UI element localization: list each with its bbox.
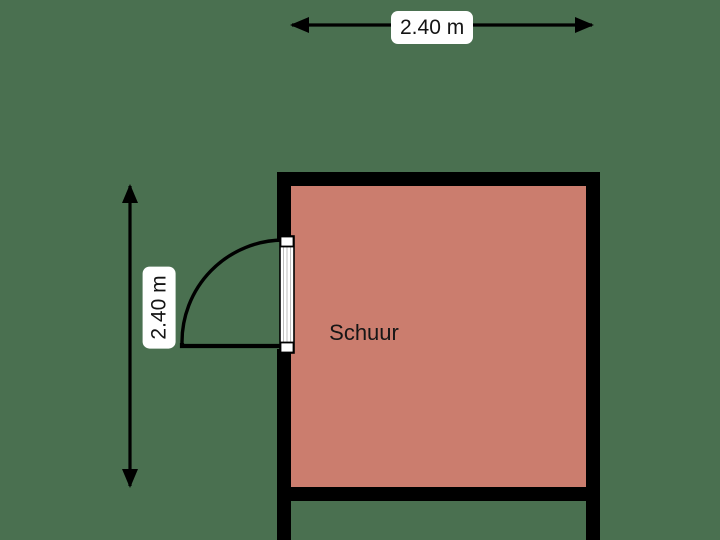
door-frame-cap-bottom	[279, 341, 295, 354]
room-label-schuur: Schuur	[0, 322, 720, 344]
dimension-line-left	[122, 184, 138, 488]
wall-right	[586, 172, 600, 540]
arrow-up-icon	[122, 184, 138, 203]
dimension-label-top: 2.40 m	[391, 11, 474, 44]
room-shape-schuur[interactable]	[290, 185, 586, 487]
room-label-text: Schuur	[329, 320, 399, 345]
arrow-left-icon	[290, 17, 309, 33]
door-swing-arc-icon	[180, 238, 284, 344]
door-leaf	[179, 343, 285, 349]
door-frame-cap-top	[279, 235, 295, 248]
wall-bottom	[277, 487, 595, 501]
door-schuur[interactable]	[179, 235, 295, 354]
wall-group	[277, 172, 600, 540]
room-fill-schuur	[290, 185, 586, 487]
arrow-right-icon	[575, 17, 594, 33]
wall-left-lower	[277, 349, 291, 540]
wall-left-upper	[277, 172, 291, 240]
arrow-down-icon	[122, 469, 138, 488]
wall-top	[277, 172, 595, 186]
